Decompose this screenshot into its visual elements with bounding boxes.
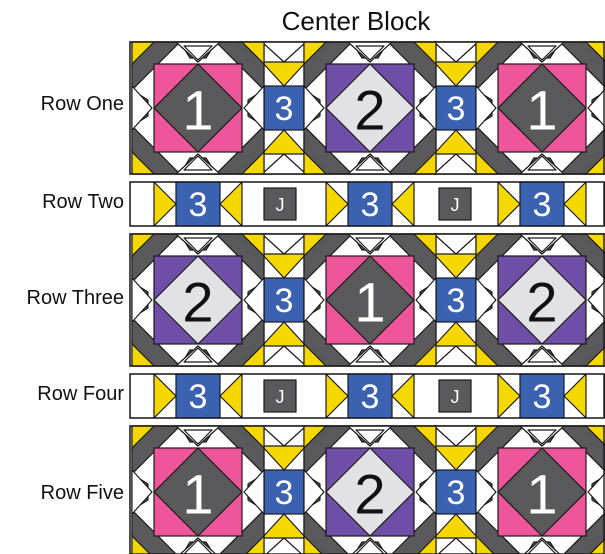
block-2-r2-b0: 2 <box>132 234 264 366</box>
block-2-r0-b1: 2 <box>304 42 436 174</box>
connector-number: 3 <box>447 90 466 128</box>
strip-number: 3 <box>533 186 552 224</box>
block-number: 1 <box>526 79 557 142</box>
block-number: 2 <box>354 463 385 526</box>
connector-block-r2-c0: 3 <box>262 234 306 366</box>
connector-number: 3 <box>447 282 466 320</box>
block-number: 1 <box>354 271 385 334</box>
connector-number: 3 <box>275 474 294 512</box>
connector-block-r2-c1: 3 <box>434 234 478 366</box>
block-number: 1 <box>526 463 557 526</box>
block-number: 1 <box>182 79 213 142</box>
block-1-r0-b2: 1 <box>476 42 605 174</box>
block-1-r0-b0: 1 <box>132 42 264 174</box>
sashing-row-1: 3 J 3 J 3 <box>130 182 605 226</box>
sashing-row-3: 3 J 3 J 3 <box>130 374 605 418</box>
j-label: J <box>276 195 285 215</box>
connector-number: 3 <box>275 282 294 320</box>
connector-number: 3 <box>275 90 294 128</box>
connector-block-r4-c0: 3 <box>262 426 306 554</box>
connector-block-r0-c0: 3 <box>262 42 306 174</box>
j-label: J <box>451 387 460 407</box>
strip-number: 3 <box>533 378 552 416</box>
block-number: 2 <box>182 271 213 334</box>
block-2-r2-b2: 2 <box>476 234 605 366</box>
block-number: 1 <box>182 463 213 526</box>
connector-block-r0-c1: 3 <box>434 42 478 174</box>
connector-block-r4-c1: 3 <box>434 426 478 554</box>
block-2-r4-b1: 2 <box>304 426 436 554</box>
block-1-r4-b2: 1 <box>476 426 605 554</box>
strip-number: 3 <box>189 186 208 224</box>
j-label: J <box>451 195 460 215</box>
block-1-r4-b0: 1 <box>132 426 264 554</box>
strip-number: 3 <box>189 378 208 416</box>
block-number: 2 <box>354 79 385 142</box>
strip-number: 3 <box>361 378 380 416</box>
j-label: J <box>276 387 285 407</box>
block-number: 2 <box>526 271 557 334</box>
connector-number: 3 <box>447 474 466 512</box>
strip-number: 3 <box>361 186 380 224</box>
block-1-r2-b1: 1 <box>304 234 436 366</box>
